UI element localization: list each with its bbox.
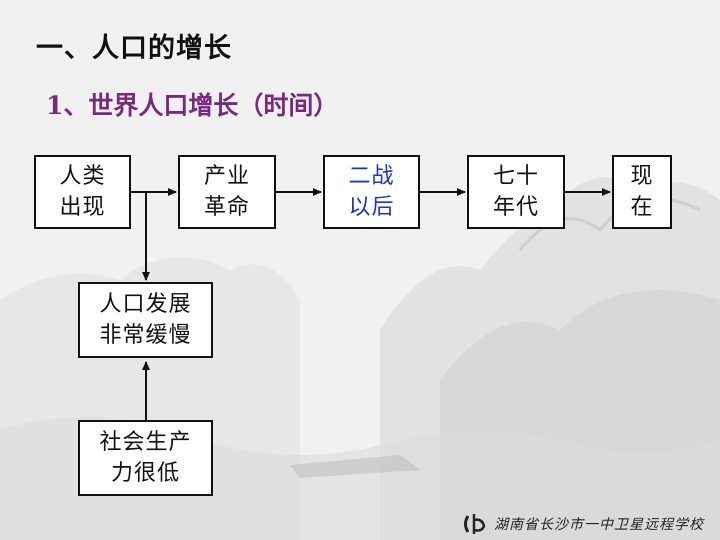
school-logo-icon bbox=[464, 514, 486, 534]
slide-subheading: 1、世界人口增长（时间） bbox=[46, 91, 339, 120]
slide-heading: 一、人口的增长 bbox=[36, 33, 232, 64]
box-slow-growth: 人口发展 非常缓慢 bbox=[78, 282, 213, 358]
box-present-label: 现 在 bbox=[630, 164, 654, 220]
box-post-wwii: 二战 以后 bbox=[323, 155, 420, 229]
box-low-productivity: 社会生产 力很低 bbox=[78, 420, 213, 496]
footer: 湖南省长沙市一中卫星远程学校 bbox=[462, 512, 704, 536]
box-seventies: 七十 年代 bbox=[467, 155, 565, 229]
box-human-origin-label: 人类 出现 bbox=[59, 164, 106, 220]
box-human-origin: 人类 出现 bbox=[34, 155, 131, 229]
box-present: 现 在 bbox=[612, 155, 672, 229]
box-post-wwii-label: 二战 以后 bbox=[348, 164, 395, 220]
box-industrial-revolution-label: 产业 革命 bbox=[203, 164, 250, 220]
box-slow-growth-label: 人口发展 非常缓慢 bbox=[99, 292, 192, 348]
box-seventies-label: 七十 年代 bbox=[492, 164, 539, 220]
box-industrial-revolution: 产业 革命 bbox=[178, 155, 276, 229]
footer-organization: 湖南省长沙市一中卫星远程学校 bbox=[494, 517, 704, 533]
box-low-productivity-label: 社会生产 力很低 bbox=[99, 430, 192, 486]
